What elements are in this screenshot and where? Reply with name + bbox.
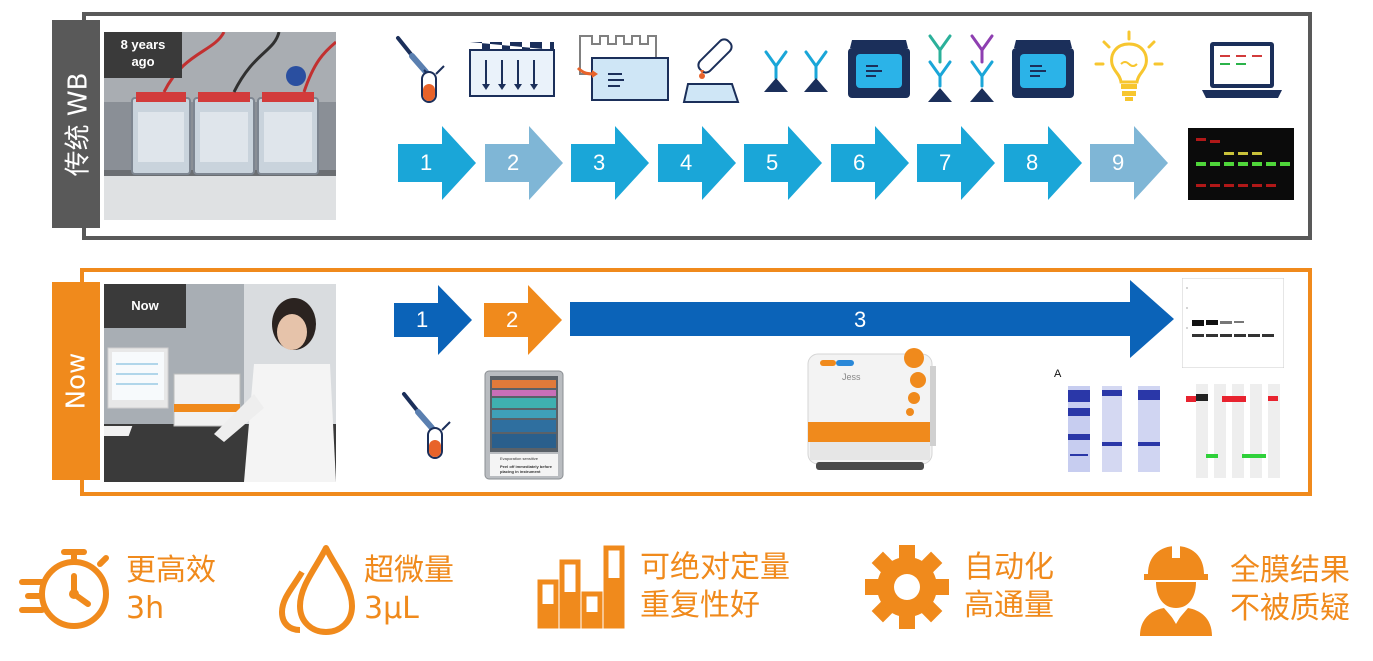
- laptop-icon: [1202, 42, 1282, 98]
- traditional-step-number-1: 1: [420, 150, 433, 175]
- traditional-step-arrow-8: [1004, 126, 1082, 200]
- traditional-step-number-5: 5: [766, 150, 779, 175]
- now-step-number-2: 2: [506, 307, 519, 332]
- feature-full-membrane: 全膜结果 不被质疑: [1136, 542, 1350, 638]
- feature-micro-volume-title: 超微量: [364, 553, 454, 588]
- now-photo-label: Now: [104, 284, 186, 328]
- traditional-step-number-6: 6: [853, 150, 866, 175]
- stopwatch-icon: [19, 549, 109, 629]
- pipette-tube-icon-now: [402, 392, 451, 459]
- protein-gel-image: A: [1054, 368, 1166, 482]
- feature-efficiency: 更高效 3h: [18, 542, 216, 638]
- blocking-pour-icon: [682, 38, 740, 103]
- now-step-arrow-2: [484, 285, 562, 355]
- traditional-step-number-4: 4: [680, 150, 693, 175]
- sample-plate: Evaporation sensitive Peel off immediate…: [484, 370, 564, 480]
- traditional-wb-label: 传统 WB: [63, 72, 94, 176]
- feature-micro-volume: 超微量 3μL: [276, 542, 454, 638]
- simple-western-lane-image: [1182, 278, 1284, 368]
- now-tag-label: Now: [61, 352, 91, 410]
- traditional-step-arrow-6: [831, 126, 909, 200]
- feature-quantification: 可绝对定量 重复性好: [536, 542, 790, 632]
- transfer-membrane-icon: [576, 35, 669, 101]
- now-lab-photo: Now: [104, 284, 336, 482]
- old-photo-label: 8 years ago: [104, 32, 182, 78]
- traditional-step-number-2: 2: [507, 150, 520, 175]
- feature-efficiency-title: 更高效: [126, 553, 216, 588]
- worker-icon: [1140, 544, 1212, 636]
- traditional-step-number-9: 9: [1112, 150, 1125, 175]
- traditional-step-arrow-9: [1090, 126, 1168, 200]
- traditional-step-arrow-5: [744, 126, 822, 200]
- imager-icon-2: [1012, 40, 1074, 98]
- jess-brand-label: Jess: [842, 372, 861, 382]
- feature-automation: 自动化 高通量: [862, 542, 1054, 632]
- feature-quantification-title: 可绝对定量: [640, 550, 790, 585]
- feature-quantification-value: 重复性好: [640, 588, 760, 623]
- primary-antibody-icon: [764, 50, 828, 92]
- traditional-wb-tag: 传统 WB: [52, 20, 100, 228]
- feature-micro-volume-value: 3μL: [364, 591, 419, 626]
- now-step-arrow-1: [394, 285, 472, 355]
- feature-full-membrane-value: 不被质疑: [1230, 591, 1350, 626]
- imager-icon: [848, 40, 910, 98]
- traditional-step-arrow-3: [571, 126, 649, 200]
- pipette-tube-icon: [396, 36, 445, 103]
- traditional-step-number-3: 3: [593, 150, 606, 175]
- now-step-arrow-3: [570, 280, 1174, 358]
- gel-panel-label: A: [1054, 368, 1062, 380]
- now-step-number-3: 3: [854, 307, 867, 332]
- plate-note-2: Peel off immediately before placing in i…: [500, 464, 553, 474]
- bar-chart-icon: [537, 545, 625, 629]
- traditional-step-arrow-4: [658, 126, 736, 200]
- light-bulb-icon: [1094, 30, 1164, 101]
- traditional-step-arrow-2: [485, 126, 563, 200]
- gel-wells-icon: [469, 42, 555, 97]
- gear-icon: [865, 545, 949, 629]
- traditional-step-number-7: 7: [939, 150, 952, 175]
- traditional-step-arrow-1: [398, 126, 476, 200]
- traditional-step-number-8: 8: [1026, 150, 1039, 175]
- traditional-step-arrow-7: [917, 126, 995, 200]
- secondary-antibody-icon: [928, 34, 994, 102]
- fluorescent-blot-image: [1188, 128, 1294, 200]
- feature-efficiency-value: 3h: [126, 591, 165, 626]
- multiplex-blot-image: [1182, 380, 1282, 480]
- now-step-number-1: 1: [416, 307, 429, 332]
- feature-full-membrane-title: 全膜结果: [1230, 553, 1350, 588]
- feature-automation-title: 自动化: [964, 550, 1054, 585]
- plate-note-1: Evaporation sensitive: [500, 456, 539, 461]
- old-lab-photo: 8 years ago: [104, 32, 336, 220]
- droplets-icon: [279, 545, 355, 635]
- feature-automation-value: 高通量: [964, 588, 1054, 623]
- now-tag: Now: [52, 282, 100, 480]
- jess-instrument: Jess: [806, 346, 938, 472]
